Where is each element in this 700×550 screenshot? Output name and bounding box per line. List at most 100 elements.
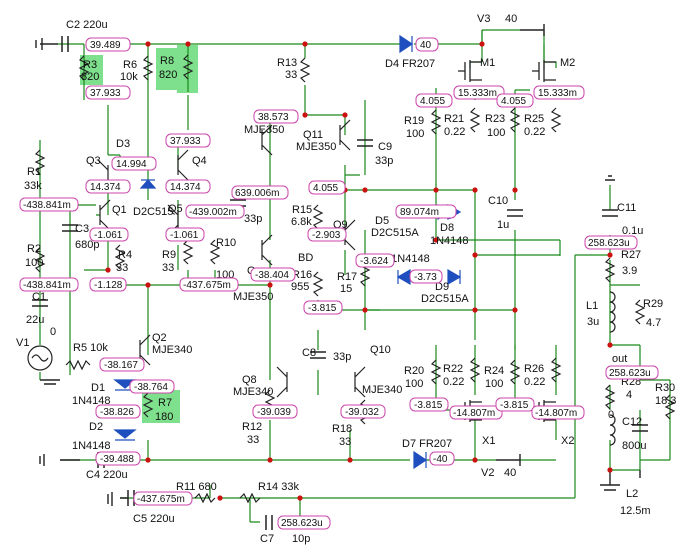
c11-body: [602, 209, 618, 217]
label-r15: R15: [292, 204, 312, 216]
v-tag: 258.623u: [584, 235, 638, 250]
label-r13-val: 33: [285, 69, 297, 81]
label-zero-b: 0: [608, 409, 614, 421]
label-r20-val: 100: [405, 378, 423, 390]
label-r14: R14 33k: [258, 481, 299, 493]
label-r26: R26: [524, 363, 544, 375]
c12-body: [632, 424, 648, 432]
svg-text:-438.841m: -438.841m: [23, 280, 71, 291]
q11-symbol: [339, 119, 351, 151]
label-r29-val: 4.7: [646, 317, 661, 329]
c7-body: [265, 515, 273, 530]
svg-text:639.006m: 639.006m: [235, 188, 279, 199]
label-q2-val: MJE340: [152, 344, 192, 356]
svg-text:-3.624: -3.624: [360, 256, 389, 267]
label-r22: R22: [443, 363, 463, 375]
v-tag: 4.055: [496, 93, 534, 108]
label-v2: V2: [481, 467, 494, 479]
svg-text:-438.841m: -438.841m: [23, 200, 71, 211]
label-d1: D1: [91, 382, 105, 394]
r15-body: [312, 204, 324, 230]
svg-text:40: 40: [420, 40, 432, 51]
label-v3-val: 40: [505, 13, 517, 25]
v-tag: 258.623u: [605, 365, 659, 380]
d3-symbol: [139, 179, 157, 189]
label-d4: D4 FR207: [385, 58, 435, 70]
label-r4-val: 33: [116, 262, 128, 274]
label-r17-val: 15: [340, 283, 352, 295]
m1-symbol: [458, 60, 482, 82]
label-q4: Q4: [192, 155, 207, 167]
svg-text:15.333m: 15.333m: [458, 88, 497, 99]
label-d2-val: 1N4148: [72, 440, 111, 452]
v-tag: 14.994: [111, 156, 157, 171]
v-tag: -438.841m: [19, 277, 79, 292]
label-r19-val: 100: [406, 128, 424, 140]
label-q6-val: MJE350: [244, 124, 284, 136]
label-q1: Q1: [112, 204, 127, 216]
label-r13: R13: [277, 57, 297, 69]
label-d5-val: D2C515A: [371, 227, 419, 239]
transistors: [97, 119, 366, 398]
svg-text:39.489: 39.489: [90, 40, 121, 51]
label-d2: D2: [89, 421, 103, 433]
label-r12-val: 33: [247, 434, 259, 446]
d4-symbol: [399, 34, 414, 54]
label-q10-val: MJE340: [362, 384, 402, 396]
v-tag: 38.573: [253, 109, 299, 124]
svg-text:-1.128: -1.128: [94, 280, 123, 291]
svg-text:37.933: 37.933: [90, 88, 121, 99]
v-tag: 4.055: [308, 180, 346, 195]
r28-body: [604, 384, 616, 410]
v-tag: 39.489: [85, 37, 131, 52]
q6-symbol: [261, 124, 273, 156]
label-c4: C4 220u: [86, 469, 128, 481]
label-m1: M1: [480, 57, 495, 69]
label-q2: Q2: [152, 332, 167, 344]
v-tag: -1.061: [165, 227, 205, 242]
c2-body: [61, 36, 69, 52]
svg-text:-14.807m: -14.807m: [535, 408, 577, 419]
label-r25-val: 0.22: [524, 126, 545, 138]
v-tag: -40: [429, 451, 455, 466]
r1-body: [34, 149, 46, 175]
svg-text:14.374: 14.374: [170, 182, 201, 193]
inductors: [609, 291, 616, 446]
label-c7: C7: [260, 533, 274, 545]
v-tag: -437.675m: [133, 491, 193, 506]
v-tag: -3.624: [355, 253, 395, 268]
label-q8: Q8: [242, 374, 257, 386]
svg-text:258.623u: 258.623u: [609, 368, 651, 379]
label-c5: C5 220u: [133, 513, 175, 525]
highlight-r8: [156, 45, 198, 93]
v-tag: 4.055: [415, 93, 453, 108]
label-c11-val: 0.1u: [622, 225, 643, 237]
label-c11: C11: [617, 202, 636, 214]
v-tag: -38.764: [129, 379, 175, 394]
m2-symbol: [532, 60, 556, 82]
wires: [20, 29, 671, 523]
r10-body: [209, 239, 221, 265]
svg-text:-3.815: -3.815: [308, 303, 337, 314]
v-tag: 14.374: [85, 179, 131, 194]
v-tag: 40: [415, 37, 439, 52]
svg-text:-439.002m: -439.002m: [189, 207, 237, 218]
d9-symbol: [447, 268, 462, 286]
c8-body: [310, 351, 326, 359]
r13-body: [299, 57, 311, 83]
r23-body: [509, 107, 521, 133]
svg-text:-38.764: -38.764: [134, 382, 168, 393]
label-zero-a: 0: [50, 326, 56, 338]
label-q5: Q5: [168, 203, 183, 215]
r11-body: [194, 492, 216, 504]
label-r23: R23: [485, 113, 505, 125]
q7-symbol: [261, 234, 273, 266]
r6-body: [142, 55, 154, 81]
label-d3: D3: [116, 138, 130, 150]
label-r1-val: 33k: [24, 180, 42, 192]
l2-symbol: [609, 414, 616, 446]
label-r5: R5 10k: [73, 342, 108, 354]
r24-body: [509, 359, 521, 385]
v-tag: -1.128: [89, 277, 127, 292]
